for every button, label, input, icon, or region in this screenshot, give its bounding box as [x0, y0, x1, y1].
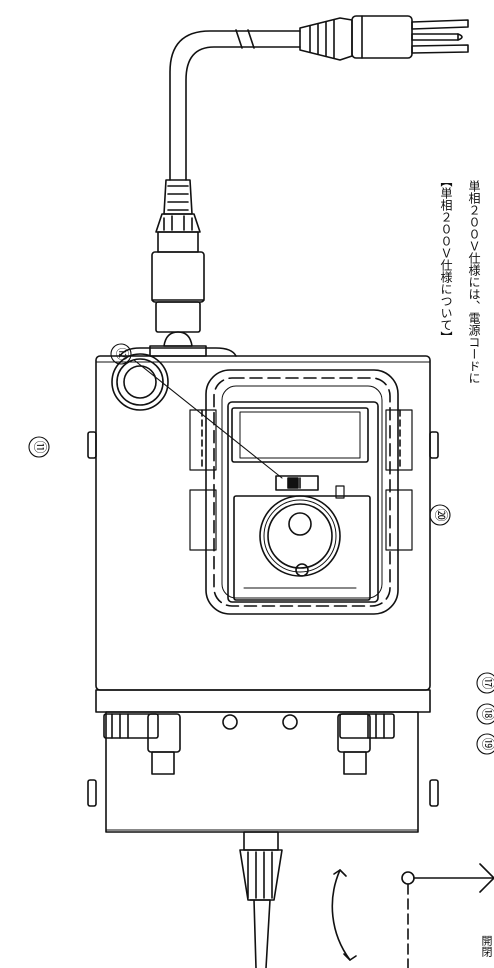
callout-18-circle: [476, 703, 494, 725]
callout-20-circle: [429, 504, 451, 526]
cord-connector: [151, 179, 205, 333]
left-fitting: [103, 713, 181, 775]
right-fitting: [337, 713, 395, 775]
leader-line-12: [133, 359, 283, 479]
callout-circles: [28, 343, 494, 755]
power-cable: [169, 29, 301, 181]
mounting-tabs: [87, 431, 439, 807]
callout-19: ⑲: [480, 737, 494, 750]
breaker-switch: [275, 475, 319, 491]
callout-20: ⑳: [433, 508, 448, 521]
control-panel: [227, 401, 379, 603]
callout-19-circle: [476, 733, 494, 755]
callout-12-circle: [110, 343, 132, 365]
manifold-block: [95, 689, 431, 833]
gland: [119, 331, 237, 357]
open-close-label: 開閉: [480, 935, 493, 957]
callout-17: ⑰: [480, 676, 494, 689]
callout-17-circle: [476, 672, 494, 694]
timer-knob-panel: [233, 495, 371, 601]
indicator-lamp: [335, 485, 345, 499]
power-plug: [299, 15, 469, 61]
callout-11: ⑪: [32, 440, 47, 453]
pilot-button: [111, 353, 169, 411]
callout-12: ⑫: [114, 347, 129, 360]
callout-18: ⑱: [480, 707, 494, 720]
callout-11-circle: [28, 436, 50, 458]
note-heading: 【単相２００Ｖ仕様について】: [439, 175, 453, 343]
open-close-indicator: [331, 863, 494, 968]
cover-frame: [189, 369, 413, 615]
note-body: 単相２００Ｖ仕様には、電源コードに: [467, 180, 481, 384]
bottom-hose: [239, 831, 283, 968]
